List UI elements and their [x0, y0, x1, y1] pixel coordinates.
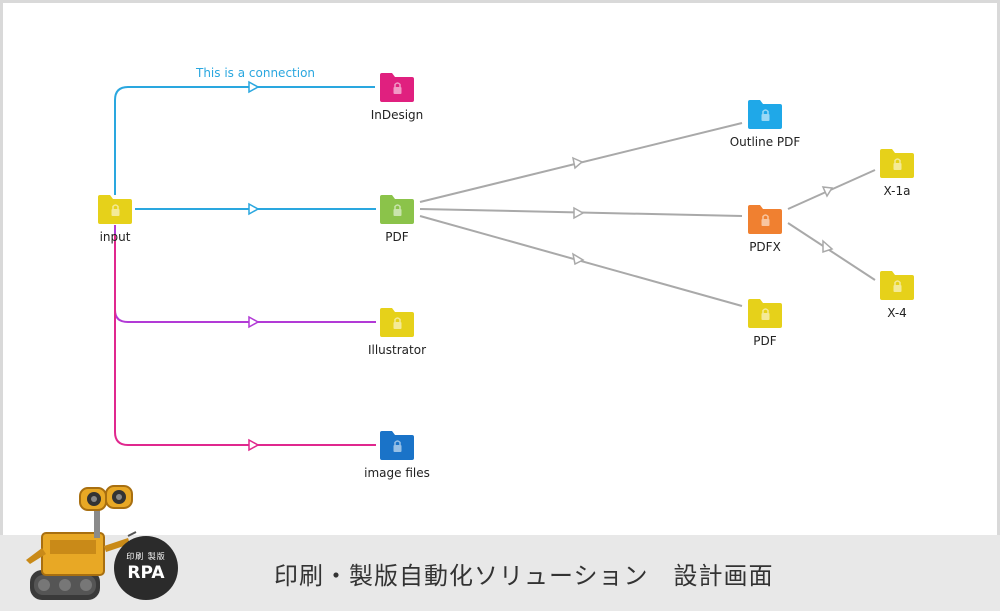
locked-folder-icon	[380, 431, 414, 460]
locked-folder-icon	[380, 73, 414, 102]
node-label: Outline PDF	[729, 135, 801, 149]
node-image-files[interactable]: image files	[364, 429, 430, 480]
arrow-marker	[248, 315, 260, 329]
node-label: X-1a	[883, 184, 911, 198]
node-illustrator[interactable]: Illustrator	[367, 306, 427, 357]
node-label: PDF	[385, 230, 409, 244]
node-label: input	[99, 230, 131, 244]
arrow-marker	[821, 186, 834, 198]
node-indesign[interactable]: InDesign	[367, 71, 427, 122]
arrow-marker	[822, 239, 834, 254]
connection-label[interactable]: This is a connection	[196, 66, 316, 80]
node-x1a[interactable]: X-1a	[867, 147, 927, 198]
connection-input-indesign[interactable]	[114, 86, 375, 195]
footer-title: 印刷・製版自動化ソリューション 設計画面	[274, 562, 774, 590]
node-pdf-output[interactable]: PDF	[735, 297, 795, 348]
locked-folder-icon	[880, 149, 914, 178]
node-label: image files	[364, 466, 430, 480]
node-input[interactable]: input	[85, 193, 145, 244]
connection-pdfx-x4[interactable]	[787, 222, 876, 281]
arrow-marker	[573, 206, 585, 220]
locked-folder-icon	[98, 195, 132, 224]
node-label: InDesign	[370, 108, 424, 122]
locked-folder-icon	[748, 299, 782, 328]
locked-folder-icon	[380, 195, 414, 224]
arrow-marker	[248, 438, 260, 452]
badge-title: RPA	[127, 563, 165, 583]
connection-layer	[114, 80, 876, 452]
node-label: PDFX	[749, 240, 781, 254]
workflow-canvas[interactable]	[3, 3, 997, 535]
node-x4[interactable]: X-4	[867, 269, 927, 320]
node-pdf[interactable]: PDF	[367, 193, 427, 244]
arrow-marker	[571, 156, 584, 170]
connection-input-image-files[interactable]	[114, 235, 376, 446]
arrow-marker	[571, 252, 585, 266]
robot-mascot-image	[26, 485, 138, 600]
locked-folder-icon	[880, 271, 914, 300]
arrow-marker	[248, 80, 260, 94]
node-label: Illustrator	[367, 343, 427, 357]
node-label: PDF	[753, 334, 777, 348]
locked-folder-icon	[748, 205, 782, 234]
locked-folder-icon	[748, 100, 782, 129]
arrow-marker	[248, 202, 260, 216]
rpa-badge-logo: 印刷 製版 RPA	[114, 536, 178, 600]
node-outline-pdf[interactable]: Outline PDF	[730, 98, 800, 149]
locked-folder-icon	[380, 308, 414, 337]
node-pdfx[interactable]: PDFX	[735, 203, 795, 254]
badge-subtitle: 印刷 製版	[126, 552, 166, 561]
node-label: X-4	[887, 306, 907, 320]
